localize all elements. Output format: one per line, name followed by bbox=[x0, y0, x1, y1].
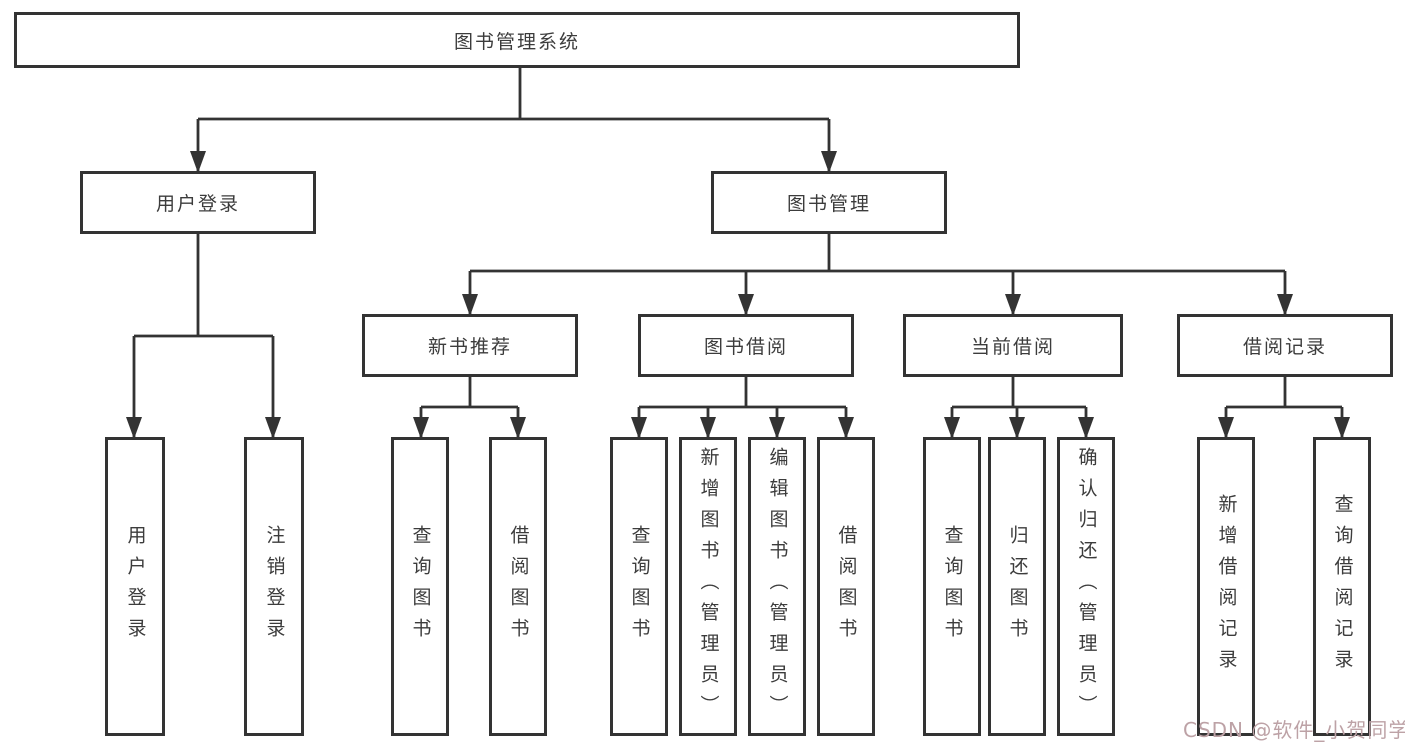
leaf-edit-books-admin: 编辑图书（管理员） bbox=[748, 437, 806, 736]
leaf-query-books-recommend: 查询图书 bbox=[391, 437, 449, 736]
node-label: 查询图书 bbox=[941, 524, 964, 649]
leaf-confirm-return-admin: 确认归还（管理员） bbox=[1057, 437, 1115, 736]
node-book-borrowing: 图书借阅 bbox=[638, 314, 854, 377]
node-label: 查询借阅记录 bbox=[1331, 493, 1354, 680]
node-label: 注销登录 bbox=[263, 524, 286, 649]
leaf-query-books-current: 查询图书 bbox=[923, 437, 981, 736]
node-current-borrowing: 当前借阅 bbox=[903, 314, 1123, 377]
node-label: 新增图书（管理员） bbox=[697, 447, 720, 726]
node-label: 查询图书 bbox=[628, 524, 651, 649]
node-label: 查询图书 bbox=[409, 524, 432, 649]
node-label: 图书借阅 bbox=[703, 336, 788, 358]
node-new-book-recommendation: 新书推荐 bbox=[362, 314, 578, 377]
node-label: 图书管理系统 bbox=[453, 30, 580, 53]
node-label: 借阅图书 bbox=[507, 524, 530, 649]
node-label: 用户登录 bbox=[124, 524, 147, 649]
node-label: 图书管理 bbox=[786, 193, 871, 215]
leaf-add-borrow-record: 新增借阅记录 bbox=[1197, 437, 1255, 736]
node-library-management-system: 图书管理系统 bbox=[14, 12, 1020, 68]
node-label: 新书推荐 bbox=[427, 336, 512, 358]
leaf-return-books: 归还图书 bbox=[988, 437, 1046, 736]
node-label: 新增借阅记录 bbox=[1215, 493, 1238, 680]
node-label: 借阅图书 bbox=[835, 524, 858, 649]
node-user-login: 用户登录 bbox=[80, 171, 316, 234]
leaf-user-login: 用户登录 bbox=[105, 437, 165, 736]
node-borrowing-records: 借阅记录 bbox=[1177, 314, 1393, 377]
node-label: 当前借阅 bbox=[970, 336, 1055, 358]
node-label: 确认归还（管理员） bbox=[1075, 447, 1098, 726]
node-label: 借阅记录 bbox=[1242, 336, 1327, 358]
leaf-query-books-borrowing: 查询图书 bbox=[610, 437, 668, 736]
leaf-add-books-admin: 新增图书（管理员） bbox=[679, 437, 737, 736]
node-label: 用户登录 bbox=[155, 193, 240, 215]
leaf-logout: 注销登录 bbox=[244, 437, 304, 736]
node-book-management: 图书管理 bbox=[711, 171, 947, 234]
leaf-query-borrow-record: 查询借阅记录 bbox=[1313, 437, 1371, 736]
node-label: 归还图书 bbox=[1006, 524, 1029, 649]
leaf-borrow-books-recommend: 借阅图书 bbox=[489, 437, 547, 736]
csdn-watermark: CSDN @软件_小贺同学 bbox=[1183, 718, 1405, 742]
leaf-borrow-books-borrowing: 借阅图书 bbox=[817, 437, 875, 736]
node-label: 编辑图书（管理员） bbox=[766, 447, 789, 726]
